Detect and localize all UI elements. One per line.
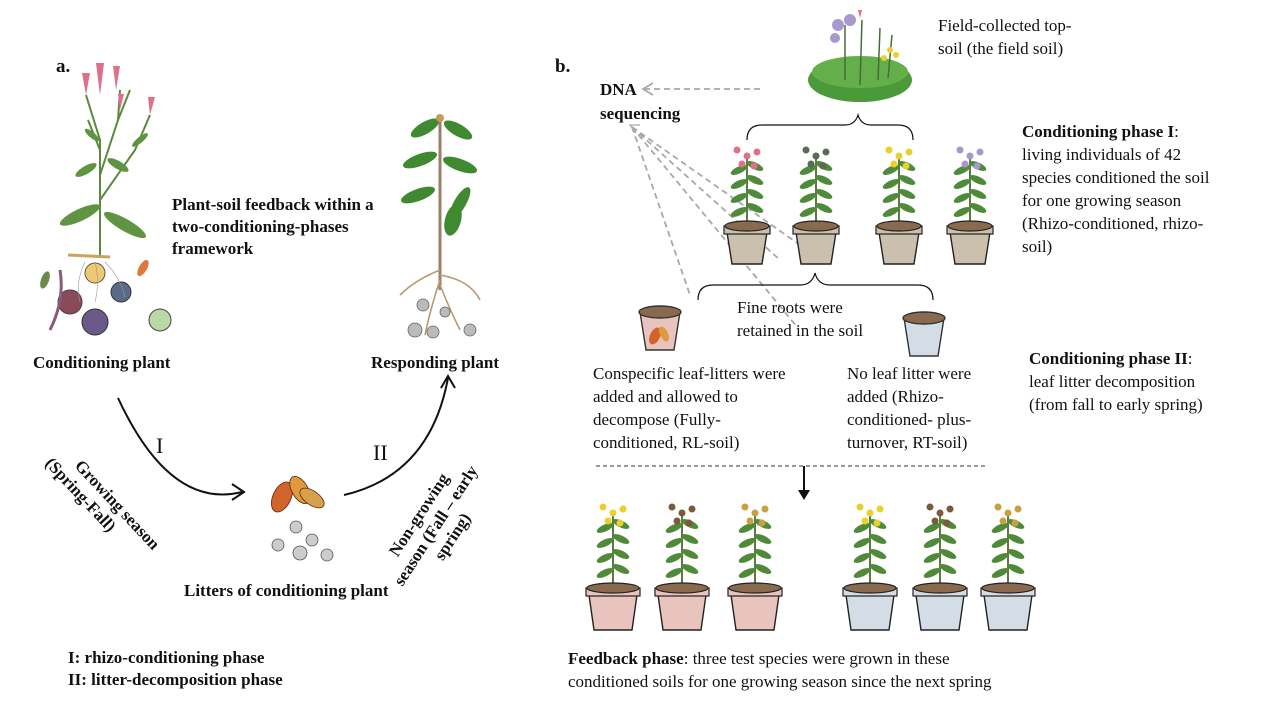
rt-feedback-pot-3: [980, 582, 1036, 631]
phase1-line: (Rhizo-conditioned, rhizo-: [1022, 214, 1204, 233]
brace-field-to-pots: [746, 112, 914, 141]
pot-species-3: [875, 220, 923, 265]
legend-item-phase-II: II: litter-decomposition phase: [68, 670, 283, 689]
dna-line: DNA: [600, 80, 637, 99]
pot-species-2: [792, 220, 840, 265]
panel-b-label: b.: [555, 56, 571, 77]
phase-legend: I: rhizo-conditioning phase II: litter-d…: [68, 647, 283, 691]
framework-title-line: framework: [172, 239, 254, 258]
rt-feedback-pot-3-plant: [991, 503, 1025, 588]
rl-line: conditioned, RL-soil): [593, 433, 740, 452]
rl-feedback-pot-1-plant: [596, 503, 630, 588]
rl-line: decompose (Fully-: [593, 410, 721, 429]
rl-soil-description: Conspecific leaf-litters were added and …: [593, 362, 786, 454]
rl-feedback-pot-3: [727, 582, 783, 631]
dna-line: sequencing: [600, 104, 681, 123]
phase-II-arrow: [343, 377, 449, 496]
pot-species-1: [723, 220, 771, 265]
rt-line: added (Rhizo-: [847, 387, 944, 406]
field-soil-label: Field-collected top- soil (the field soi…: [938, 14, 1072, 60]
phase1-description: Conditioning phase I: living individuals…: [1022, 120, 1209, 258]
phase-I-arrow: [117, 397, 243, 496]
phase1-colon: :: [1174, 122, 1179, 141]
framework-title-line: two-conditioning-phases: [172, 217, 349, 236]
rl-line: Conspecific leaf-litters were: [593, 364, 786, 383]
phase1-line: living individuals of 42: [1022, 145, 1182, 164]
responding-plant-illustration: [399, 114, 481, 339]
fine-roots-line: retained in the soil: [737, 321, 864, 340]
rt-feedback-pot-2: [912, 582, 968, 631]
litters-label: Litters of conditioning plant: [184, 581, 389, 600]
field-soil-line: soil (the field soil): [938, 39, 1064, 58]
phase1-line: species conditioned the soil: [1022, 168, 1210, 187]
panel-a-label: a.: [56, 56, 71, 77]
field-soil-line: Field-collected top-: [938, 16, 1072, 35]
feedback-line: : three test species were grown in these: [683, 649, 950, 668]
rt-soil-description: No leaf litter were added (Rhizo- condit…: [847, 362, 971, 454]
phase2-colon: :: [1187, 349, 1193, 368]
framework-title-line: Plant-soil feedback within a: [172, 195, 374, 214]
phase1-line: for one growing season: [1022, 191, 1182, 210]
phase2-line: (from fall to early spring): [1029, 395, 1203, 414]
framework-title: Plant-soil feedback within a two-conditi…: [172, 194, 374, 260]
feedback-title: Feedback phase: [568, 649, 684, 668]
conditioning-plant-label: Conditioning plant: [33, 353, 171, 372]
dna-sequencing-label: DNA sequencing: [600, 78, 680, 126]
responding-plant-label: Responding plant: [371, 353, 500, 372]
phase1-title: Conditioning phase I: [1022, 122, 1175, 141]
phase-II-arrowhead: [440, 374, 456, 389]
pot-species-1-plant: [730, 146, 764, 226]
rl-soil-pot: [638, 305, 682, 351]
rt-line: conditioned- plus-: [847, 410, 972, 429]
phase2-title: Conditioning phase II: [1029, 349, 1188, 368]
litter-illustration: [271, 476, 334, 562]
rt-line: No leaf litter were: [847, 364, 972, 383]
phase-I-numeral: I: [156, 433, 164, 458]
rt-feedback-pot-1: [842, 582, 898, 631]
conditioning-plant-illustration: [40, 63, 172, 336]
rl-feedback-pot-3-plant: [738, 503, 772, 588]
legend-item-phase-I: I: rhizo-conditioning phase: [68, 648, 265, 667]
phase-I-arrowhead: [231, 483, 246, 501]
phase-II-numeral: II: [373, 440, 388, 465]
feedback-description: Feedback phase: three test species were …: [568, 647, 992, 693]
rt-feedback-pot-2-plant: [923, 503, 957, 588]
feedback-pots: [585, 503, 1036, 631]
fine-roots-label: Fine roots were retained in the soil: [737, 296, 863, 342]
pot-species-2-plant: [799, 146, 833, 226]
phase1-pots: [723, 146, 994, 265]
phase2-line: leaf litter decomposition: [1029, 372, 1196, 391]
rt-line: turnover, RT-soil): [847, 433, 968, 452]
rl-feedback-pot-2: [654, 582, 710, 631]
phase2-description: Conditioning phase II: leaf litter decom…: [1029, 347, 1203, 416]
field-soil-illustration: [808, 10, 912, 102]
brace-pots-to-treatments: [697, 272, 934, 301]
feedback-arrowhead: [798, 490, 810, 500]
pot-species-3-plant: [882, 146, 916, 226]
phase1-line: soil): [1022, 237, 1053, 256]
fine-roots-line: Fine roots were: [737, 298, 843, 317]
pot-species-4: [946, 220, 994, 265]
rt-soil-pot: [902, 311, 946, 357]
rl-feedback-pot-1: [585, 582, 641, 631]
rl-feedback-pot-2-plant: [665, 503, 699, 588]
pot-species-4-plant: [953, 146, 987, 226]
rt-feedback-pot-1-plant: [853, 503, 887, 588]
feedback-line: conditioned soils for one growing season…: [568, 672, 992, 691]
rl-line: added and allowed to: [593, 387, 738, 406]
